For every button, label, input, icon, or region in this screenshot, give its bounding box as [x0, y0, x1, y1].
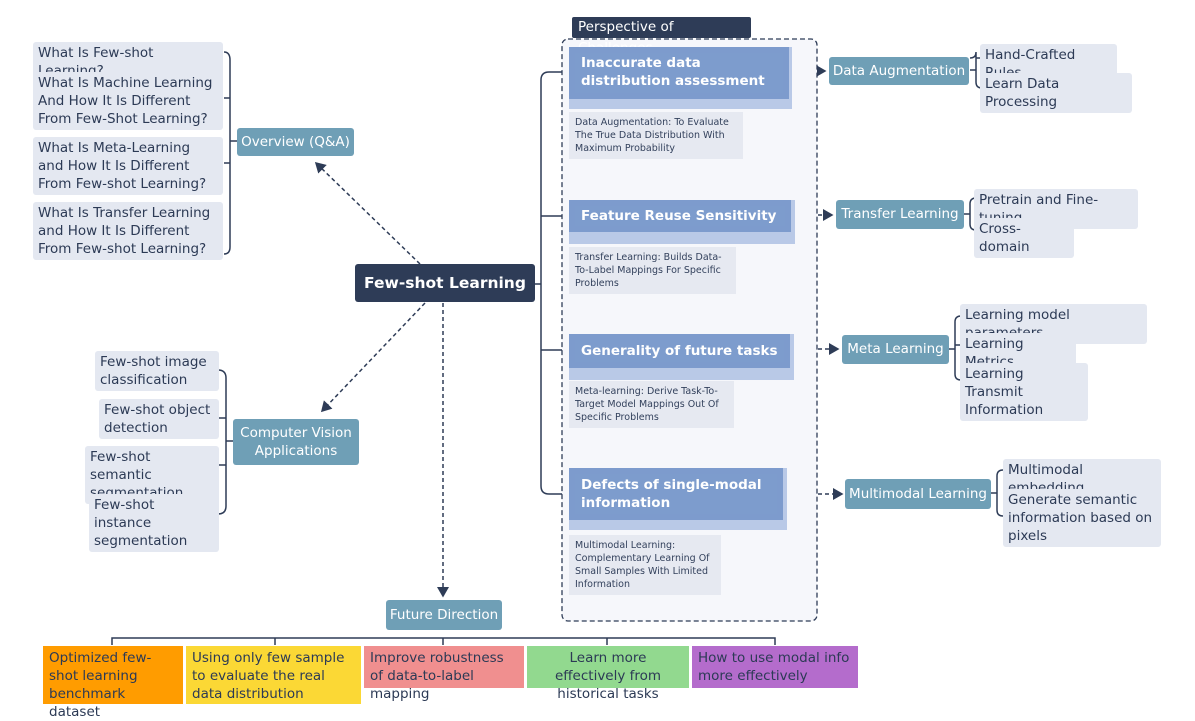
- overview-node[interactable]: Overview (Q&A): [237, 128, 354, 156]
- method-meta-learning[interactable]: Meta Learning: [842, 335, 949, 364]
- future-bracket: [111, 637, 776, 645]
- method-data-augmentation[interactable]: Data Augmentation: [829, 57, 969, 85]
- cv-item-2[interactable]: Few-shot object detection: [99, 399, 219, 439]
- challenge-3[interactable]: Generality of future tasks: [569, 334, 790, 368]
- mm-sub-2[interactable]: Generate semantic information based on p…: [1003, 489, 1161, 547]
- challenges-title: Perspective of Challenges: [572, 17, 751, 56]
- cv-node[interactable]: Computer Vision Applications: [233, 419, 359, 465]
- da-sub-2[interactable]: Learn Data Processing: [980, 73, 1132, 113]
- overview-item-2[interactable]: What Is Machine Learning And How It Is D…: [33, 72, 223, 130]
- arrow-to-cv: [320, 302, 426, 413]
- challenge-4-note: Multimodal Learning: Complementary Learn…: [569, 535, 721, 595]
- challenges-bracket: [535, 71, 570, 495]
- cv-item-4[interactable]: Few-shot instance segmentation: [89, 494, 219, 552]
- challenge-1[interactable]: Inaccurate data distribution assessment: [569, 47, 789, 99]
- cv-item-1[interactable]: Few-shot image classification: [95, 351, 219, 391]
- challenge-2-note: Transfer Learning: Builds Data-To-Label …: [569, 247, 736, 294]
- future-node[interactable]: Future Direction: [386, 600, 502, 630]
- challenge-2[interactable]: Feature Reuse Sensitivity: [569, 200, 791, 232]
- overview-item-4[interactable]: What Is Transfer Learning and How It Is …: [33, 202, 223, 260]
- ml-sub-3[interactable]: Learning Transmit Information: [960, 363, 1088, 421]
- challenge-3-note: Meta-learning: Derive Task-To-Target Mod…: [569, 381, 734, 428]
- method-multimodal-learning[interactable]: Multimodal Learning: [845, 479, 991, 509]
- future-item-3[interactable]: Improve robustness of data-to-label mapp…: [364, 646, 524, 702]
- root-node[interactable]: Few-shot Learning: [355, 264, 535, 302]
- future-item-5[interactable]: How to use modal info more effectively: [692, 646, 858, 688]
- challenge-4[interactable]: Defects of single-modal information: [569, 468, 783, 520]
- tl-sub-2[interactable]: Cross-domain: [974, 218, 1074, 258]
- overview-item-3[interactable]: What Is Meta-Learning and How It Is Diff…: [33, 137, 223, 195]
- future-item-1[interactable]: Optimized few-shot learning benchmark da…: [43, 646, 183, 720]
- future-item-2[interactable]: Using only few sample to evaluate the re…: [186, 646, 361, 704]
- overview-bracket: [223, 51, 231, 255]
- method-transfer-learning[interactable]: Transfer Learning: [836, 200, 964, 229]
- cv-bracket: [217, 369, 227, 515]
- challenge-1-note: Data Augmentation: To Evaluate The True …: [569, 112, 743, 159]
- arrow-to-overview: [314, 161, 421, 265]
- future-item-4[interactable]: Learn more effectively from historical t…: [527, 646, 689, 702]
